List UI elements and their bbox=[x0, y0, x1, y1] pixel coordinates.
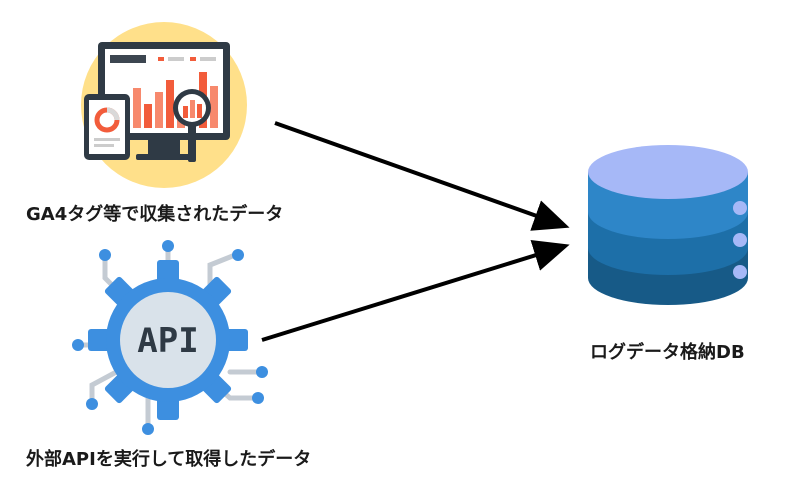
chart-bar bbox=[210, 86, 218, 128]
db-top bbox=[588, 145, 748, 199]
circuit-nodes bbox=[72, 240, 268, 435]
screen-legend bbox=[190, 57, 196, 61]
magnifier-bar bbox=[190, 100, 195, 118]
chart-bar bbox=[133, 88, 141, 128]
magnifier-bar bbox=[197, 104, 202, 118]
monitor-base bbox=[136, 154, 192, 160]
ga4-data-label: GA4タグ等で収集されたデータ bbox=[26, 204, 284, 225]
arrow-ga4-to-db bbox=[274, 121, 570, 231]
chart-bar bbox=[166, 80, 174, 128]
magnifier-handle bbox=[188, 120, 196, 162]
db-indicator bbox=[733, 265, 747, 279]
magnifier-bar bbox=[183, 106, 188, 118]
screen-legend bbox=[200, 57, 216, 61]
db-indicator bbox=[733, 201, 747, 215]
tablet-line bbox=[94, 144, 114, 147]
db-label: ログデータ格納DB bbox=[590, 342, 745, 363]
chart-bar bbox=[144, 104, 152, 128]
chart-bar bbox=[155, 92, 163, 128]
screen-legend bbox=[158, 57, 164, 61]
tablet-donut-segment bbox=[106, 107, 120, 121]
monitor-stand bbox=[148, 140, 180, 154]
gear-inner bbox=[120, 292, 216, 388]
tablet-line bbox=[94, 138, 120, 141]
db-indicator bbox=[733, 233, 747, 247]
screen-header bbox=[110, 55, 146, 63]
screen-legend bbox=[168, 57, 184, 61]
api-data-label: 外部APIを実行して取得したデータ bbox=[26, 449, 312, 470]
arrow-api-to-db bbox=[261, 240, 570, 342]
api-gear-text: API bbox=[137, 321, 198, 361]
